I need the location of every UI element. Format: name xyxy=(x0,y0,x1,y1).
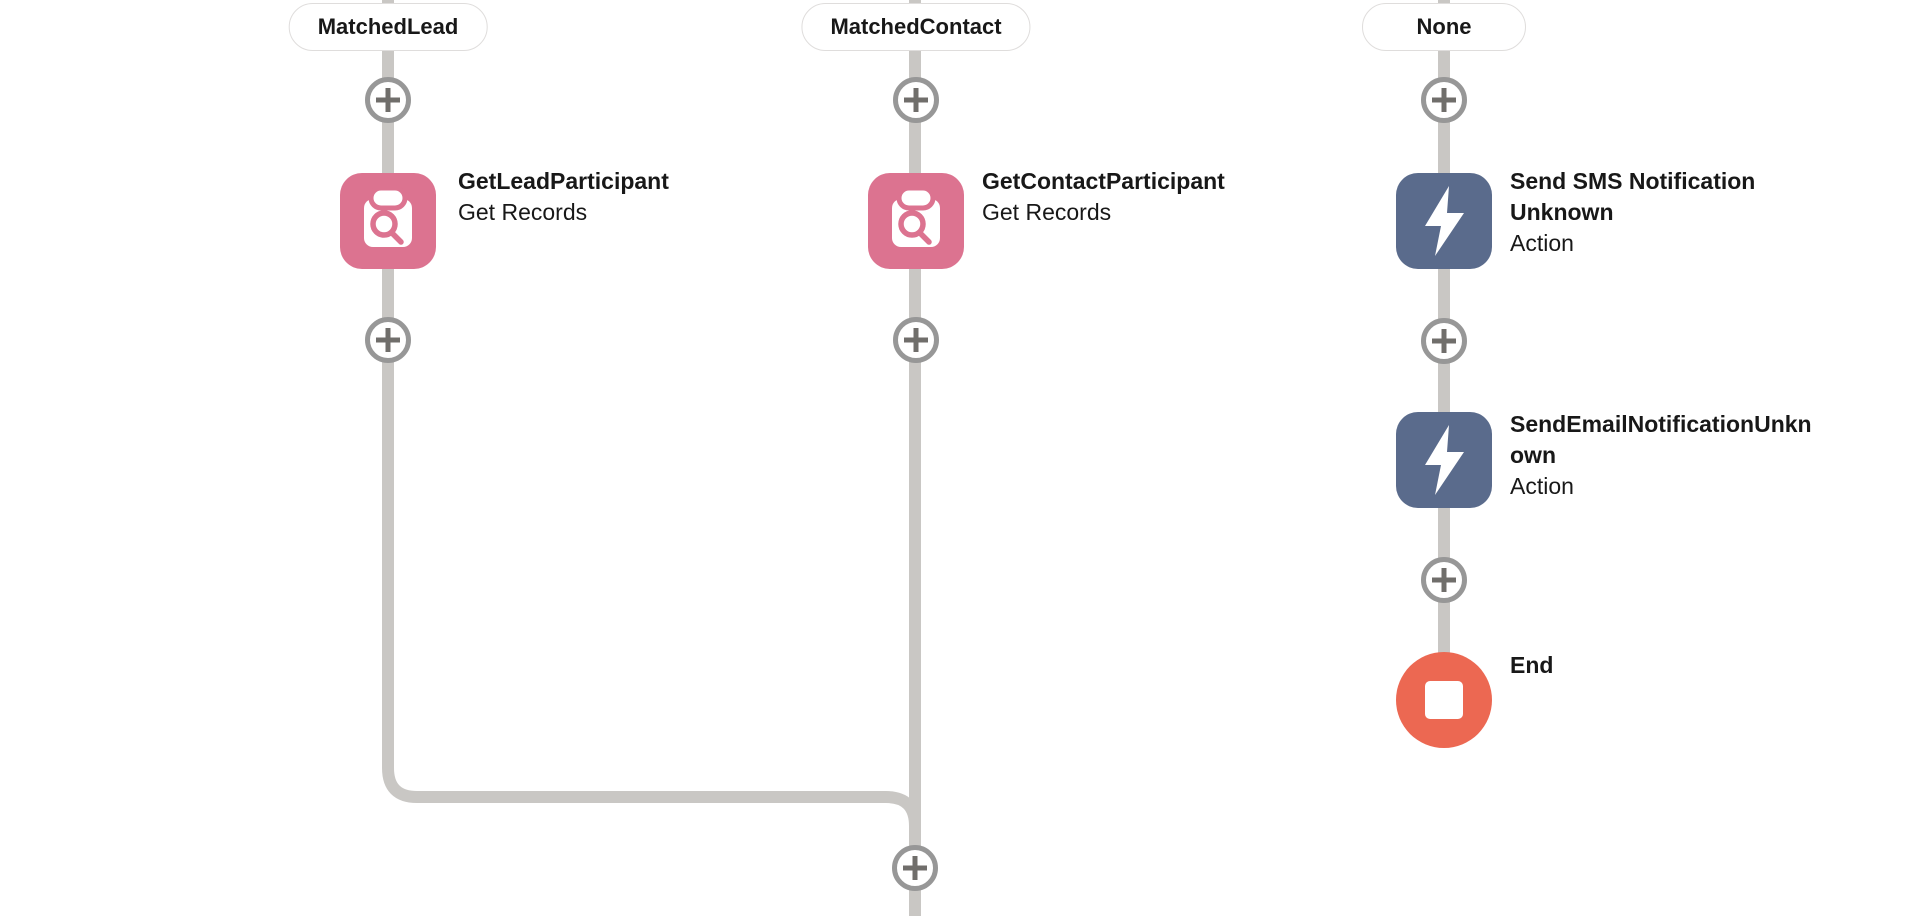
node-title: End xyxy=(1510,652,1554,678)
node-getleadparticipant[interactable] xyxy=(340,173,436,269)
add-element-button[interactable] xyxy=(365,317,411,363)
get-records-icon xyxy=(364,185,412,247)
add-element-button[interactable] xyxy=(1421,77,1467,123)
lightning-action-icon xyxy=(1425,425,1464,495)
lightning-action-icon xyxy=(1425,186,1464,256)
add-element-button-merge[interactable] xyxy=(892,845,938,891)
branch-label-matchedcontact: MatchedContact xyxy=(801,3,1031,51)
add-element-button[interactable] xyxy=(365,77,411,123)
branch-label-none: None xyxy=(1362,3,1526,51)
node-type-label: Get Records xyxy=(458,199,588,225)
node-type-label: Action xyxy=(1510,473,1574,499)
get-records-icon xyxy=(892,185,940,247)
node-send-sms-notification-unknown[interactable] xyxy=(1396,173,1492,269)
node-title: GetLeadParticipant xyxy=(458,168,669,194)
node-getcontactparticipant[interactable] xyxy=(868,173,964,269)
node-title: Send SMS Notification Unknown xyxy=(1510,168,1756,225)
node-label-getleadparticipant: GetLeadParticipant Get Records xyxy=(458,166,669,228)
end-icon xyxy=(1425,681,1463,719)
node-end[interactable] xyxy=(1396,652,1492,748)
add-element-button[interactable] xyxy=(893,317,939,363)
node-type-label: Get Records xyxy=(982,199,1112,225)
branch-label-matchedlead: MatchedLead xyxy=(288,3,488,51)
node-label-end: End xyxy=(1510,650,1553,681)
connector-matchedlead-branch xyxy=(382,0,921,827)
node-type-label: Action xyxy=(1510,230,1574,256)
add-element-button[interactable] xyxy=(1421,557,1467,603)
node-label-getcontactparticipant: GetContactParticipant Get Records xyxy=(982,166,1225,228)
node-title: SendEmailNotificationUnknown xyxy=(1510,411,1812,468)
add-element-button[interactable] xyxy=(1421,318,1467,364)
node-title: GetContactParticipant xyxy=(982,168,1225,194)
node-label-send-sms-notification-unknown: Send SMS Notification Unknown Action xyxy=(1510,166,1822,259)
node-sendemailnotificationunknown[interactable] xyxy=(1396,412,1492,508)
add-element-button[interactable] xyxy=(893,77,939,123)
node-label-sendemailnotificationunknown: SendEmailNotificationUnknown Action xyxy=(1510,409,1822,502)
